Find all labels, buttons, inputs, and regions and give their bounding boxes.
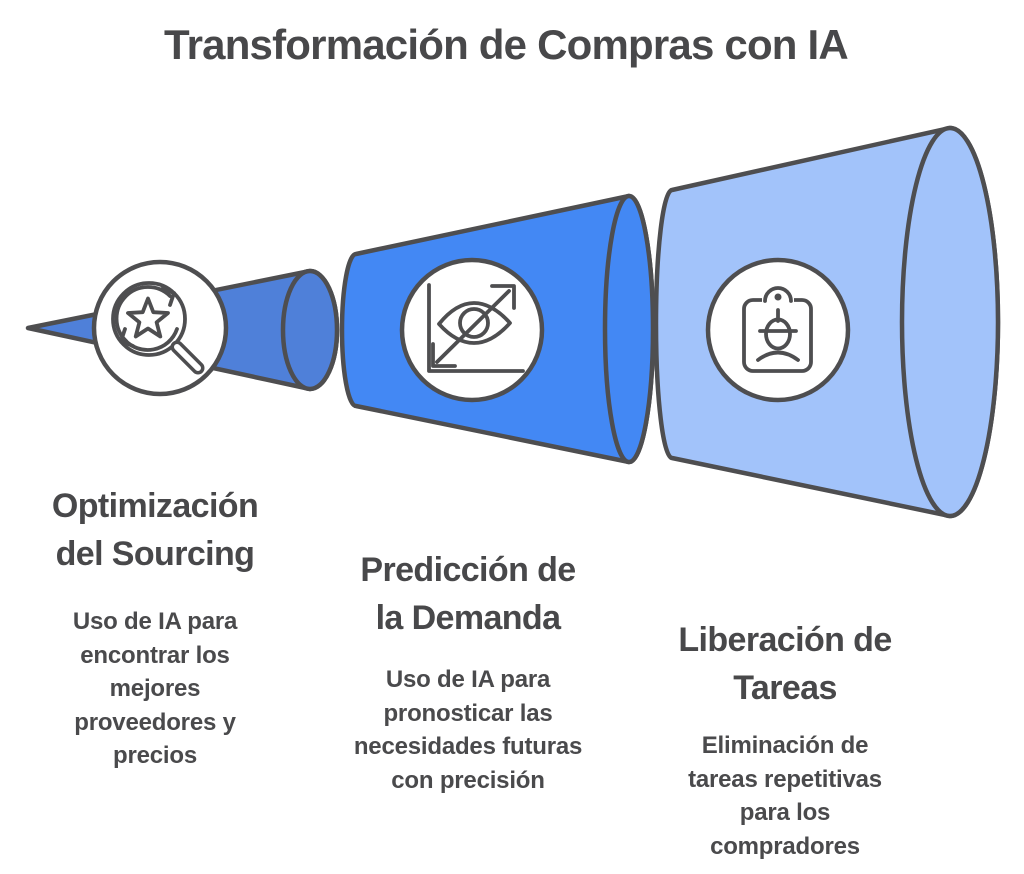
icon-badge-tareas [705, 257, 851, 403]
id-badge-icon [742, 286, 813, 373]
icon-badge-demanda [399, 257, 545, 403]
heading-optimizacion-sourcing: Optimización del Sourcing [51, 487, 259, 573]
eye-trend-chart-icon [427, 283, 525, 373]
body-optimizacion-sourcing: Uso de IA para encontrar los mejores pro… [72, 608, 238, 770]
funnel-segment-tareas-cap [899, 125, 1001, 519]
funnel-segment-sourcing-cap [280, 268, 340, 392]
body-prediccion-demanda: Uso de IA para pronosticar las necesidad… [353, 666, 583, 794]
icon-badge-sourcing [91, 259, 229, 397]
heading-liberacion-tareas: Liberación de Tareas [678, 621, 892, 707]
page-title: Transformación de Compras con IA [164, 21, 849, 68]
heading-prediccion-demanda: Predicción de la Demanda [360, 551, 576, 637]
funnel-segment-demanda-cap [602, 193, 656, 465]
search-star-refresh-icon [111, 281, 205, 375]
body-liberacion-tareas: Eliminación de tareas repetitivas para l… [688, 732, 882, 860]
